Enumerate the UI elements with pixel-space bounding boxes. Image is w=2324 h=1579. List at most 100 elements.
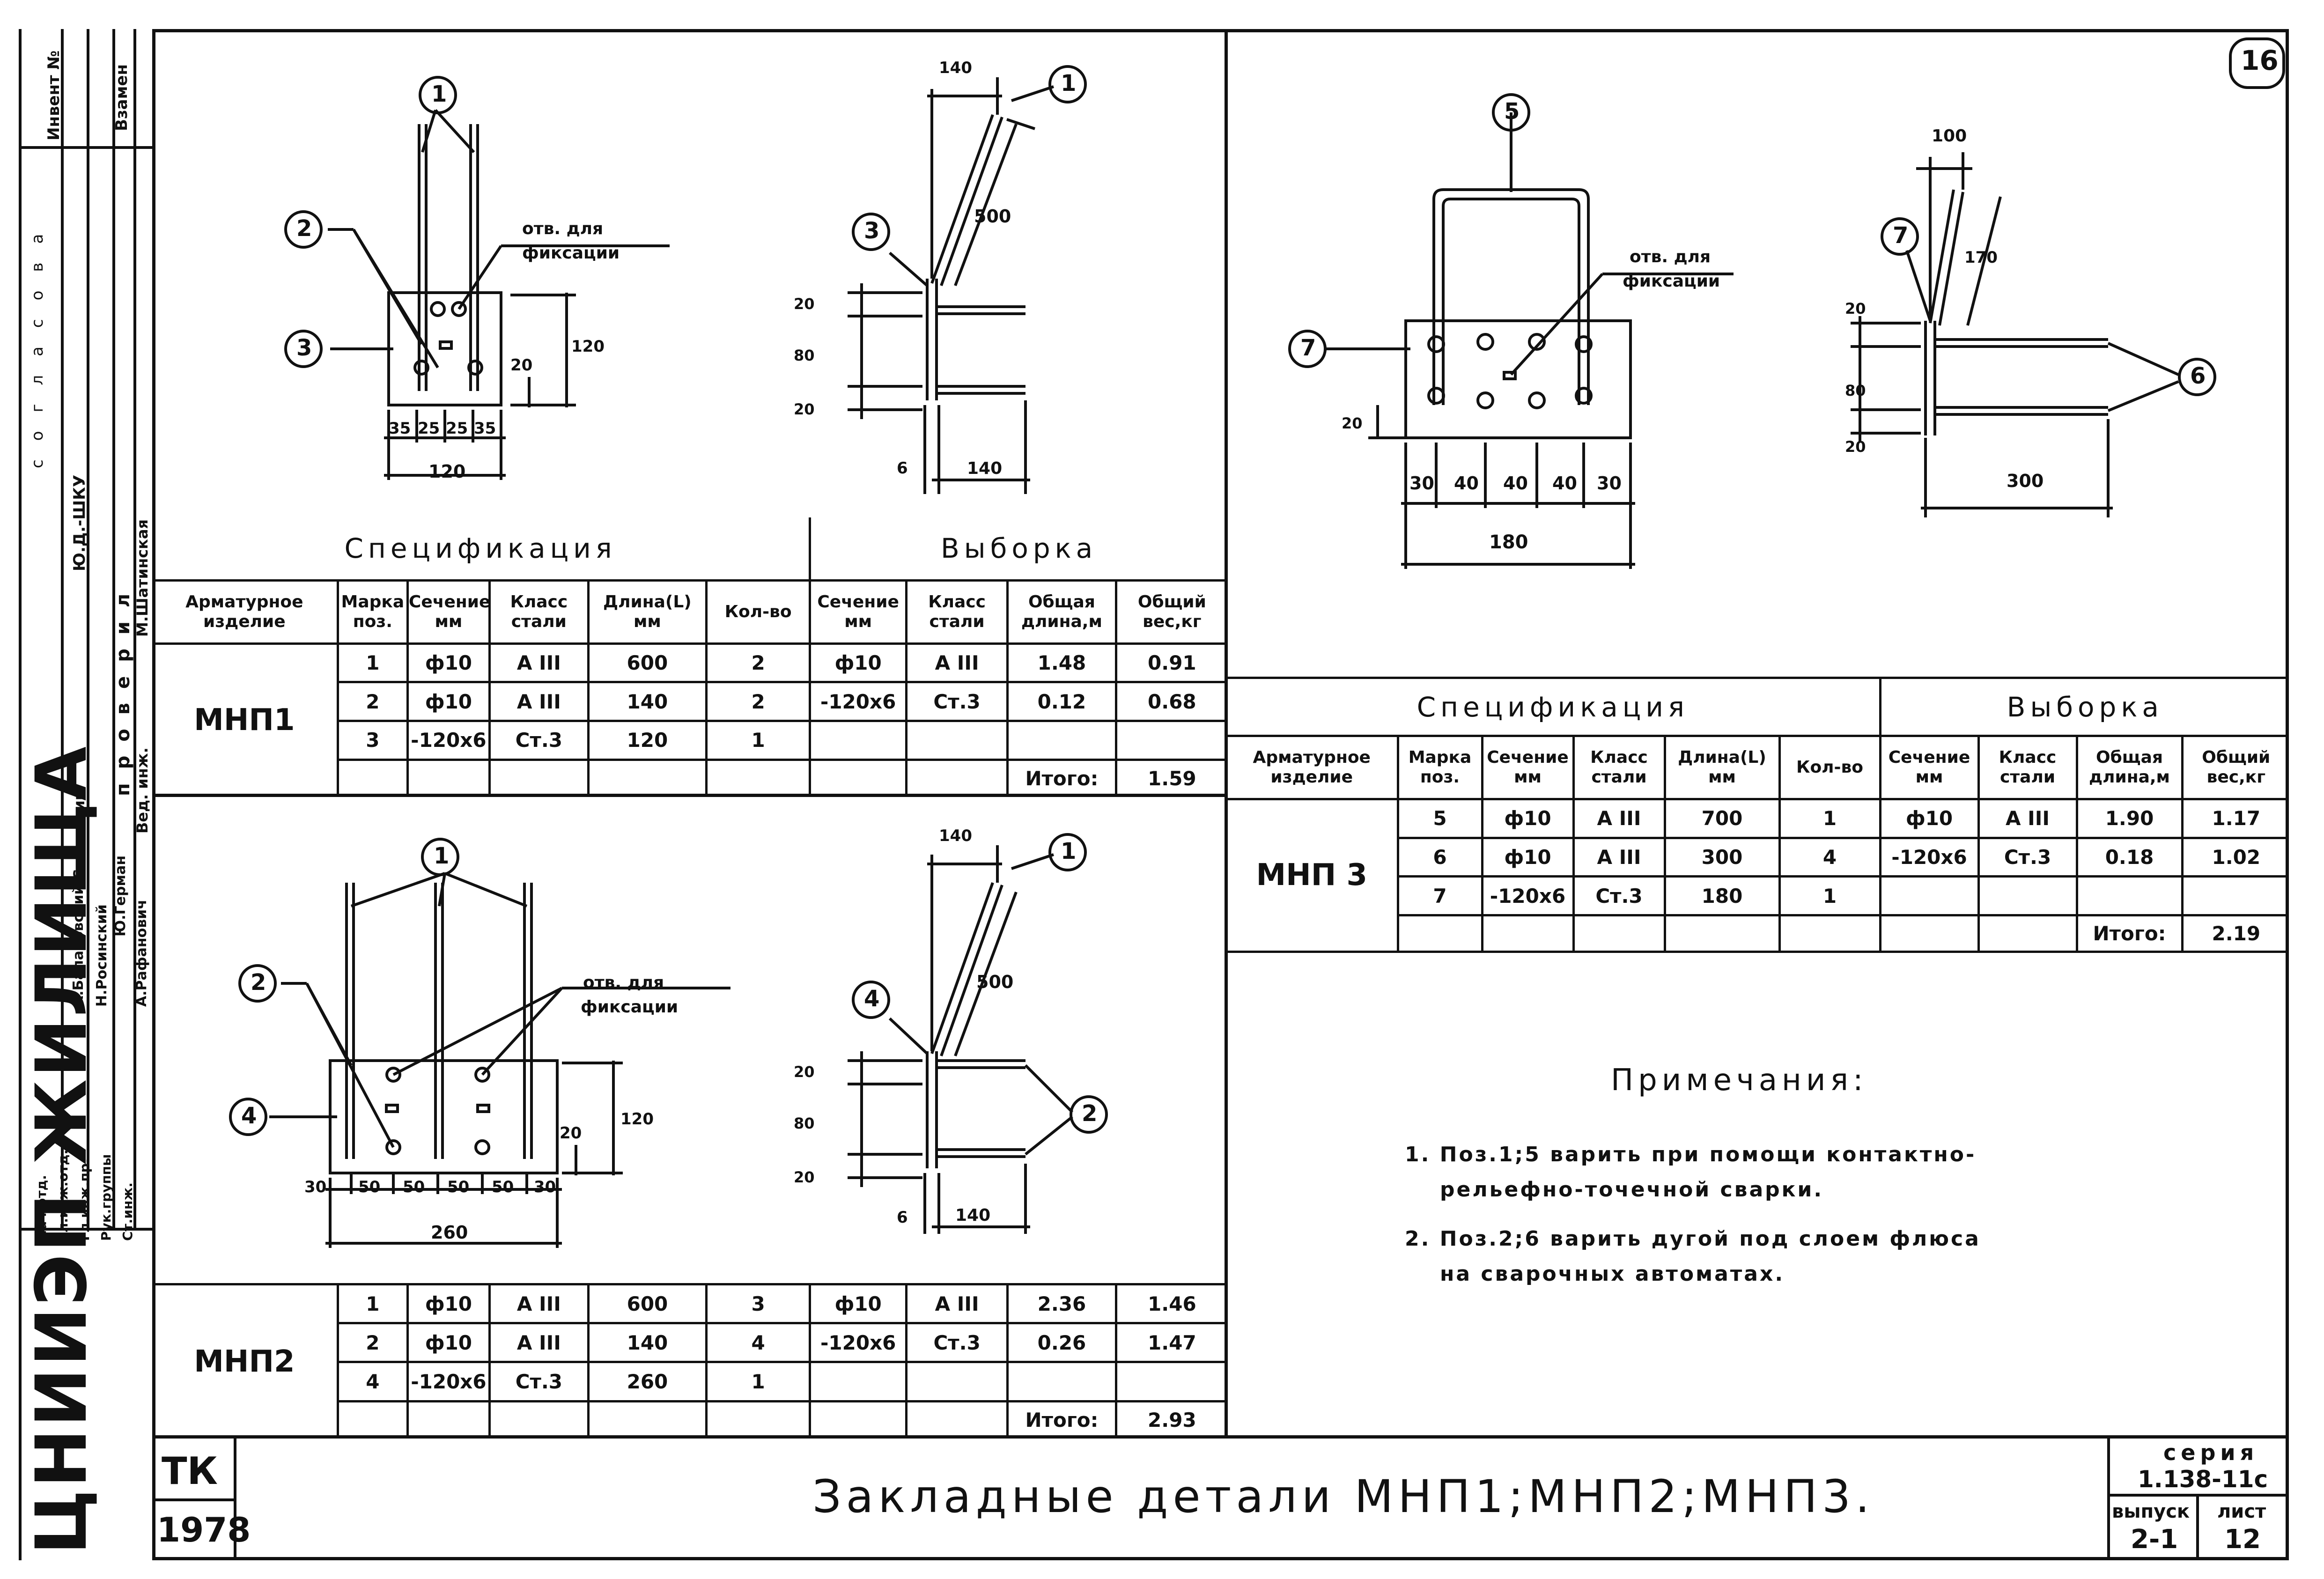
callout-1-mnp1	[419, 76, 457, 114]
spec3-h-length: Длина(L) мм	[1663, 735, 1781, 800]
spec2-r2-section: ф10	[406, 1322, 491, 1364]
spec1-h-class: Класс стали	[488, 579, 590, 645]
spec2-r3-mark: 4	[336, 1361, 409, 1402]
spec1-r3-total-wt	[1114, 720, 1227, 761]
spec3-r3-total-wt	[2181, 875, 2289, 917]
mnp1-side-20a: 20	[794, 295, 815, 313]
callout-label-3b: 3	[864, 218, 880, 244]
mnp3-side-300: 300	[2007, 471, 2044, 491]
spec3-r1-length: 700	[1663, 797, 1781, 839]
spec3-r2-mark: 6	[1396, 836, 1483, 878]
spec3-total-label: Итого:	[2075, 914, 2184, 953]
mnp1-dim-35b: 35	[474, 419, 496, 438]
series-label: серия	[2163, 1440, 2259, 1465]
spec2-r3-sel-section	[809, 1361, 908, 1402]
hole-note-1b: отв. для	[583, 973, 664, 992]
callout-label-2c: 2	[1082, 1100, 1098, 1127]
note-2b: на сварочных автоматах.	[1440, 1262, 1785, 1286]
callout-label-1a: 1	[431, 81, 447, 107]
mnp3-dim-30a: 30	[1409, 473, 1434, 494]
spec1-h-total-len: Общая длина,м	[1006, 579, 1117, 645]
spec2-r1-class: А III	[488, 1283, 590, 1325]
mnp1-dim-width: 120	[428, 461, 466, 482]
spec3-h-section: Сечение мм	[1481, 735, 1575, 800]
mnp3-dim-width: 180	[1489, 531, 1528, 553]
spec2-r2-length: 140	[587, 1322, 708, 1364]
spec1-h-sel-section: Сечение мм	[809, 579, 908, 645]
mnp1-side-140bottom: 140	[967, 459, 1003, 478]
spec2-r3-total-len	[1006, 1361, 1117, 1402]
spec3-r3-qty: 1	[1778, 875, 1881, 917]
strip-inspected-label: проверил	[112, 579, 134, 796]
spec1-r1-length: 600	[587, 642, 708, 684]
mnp3-dim-40a: 40	[1454, 473, 1479, 494]
callout-2-side	[1070, 1095, 1108, 1134]
spec1-r2-sel-section: -120х6	[809, 681, 908, 723]
stamp-divider	[152, 1498, 236, 1501]
spec2-r1-sel-section: ф10	[809, 1283, 908, 1325]
callout-label-4b: 4	[864, 986, 880, 1012]
drawing-mnp1	[284, 65, 1087, 494]
callout-label-1c: 1	[434, 843, 450, 869]
spec3-h-class: Класс стали	[1572, 735, 1666, 800]
hole-note-2b: фиксации	[581, 997, 679, 1017]
notes-title: Примечания:	[1611, 1063, 1868, 1098]
callout-1-side2	[1048, 833, 1087, 871]
spec1-r2-sel-class: Ст.3	[905, 681, 1009, 723]
spec2-r2-class: А III	[488, 1322, 590, 1364]
spec3-r1-sel-section: ф10	[1879, 797, 1980, 839]
spec1-r2-qty: 2	[705, 681, 812, 723]
stamp-tk: ТК	[162, 1449, 218, 1493]
mnp1-dim-20: 20	[510, 356, 533, 375]
spec3-h-sel-section: Сечение мм	[1879, 735, 1980, 800]
spec3-r3-length: 180	[1663, 875, 1781, 917]
sheet-number: 16	[2241, 44, 2279, 76]
spec1-h-section: Сечение мм	[406, 579, 491, 645]
spec3-r2-length: 300	[1663, 836, 1781, 878]
spec2-r3-total-wt	[1114, 1361, 1227, 1402]
spec2-r1-section: ф10	[406, 1283, 491, 1325]
spec3-h-sel-class: Класс стали	[1977, 735, 2078, 800]
spec3-r1-sel-class: А III	[1977, 797, 2078, 839]
spec2-r3-length: 260	[587, 1361, 708, 1402]
spec1-r3-mark: 3	[336, 720, 409, 761]
spec1-h-total-wt: Общий вес,кг	[1114, 579, 1227, 645]
spec3-heading-spec: Спецификация	[1227, 676, 1881, 738]
callout-3-side	[852, 213, 890, 251]
callout-7-plan	[1288, 330, 1327, 368]
org-logo: ЦНИИЭП ЖИЛИЩА	[21, 745, 103, 1555]
mnp2-dim-30a: 30	[304, 1178, 327, 1196]
mnp3-side-100: 100	[1932, 126, 1967, 146]
spec2-item-name: МНП2	[152, 1283, 339, 1438]
hole-note-1c: отв. для	[1630, 247, 1711, 266]
callout-label-4a: 4	[241, 1103, 257, 1129]
strip-replace-label: Взамен	[112, 64, 131, 131]
spec2-r2-total-len: 0.26	[1006, 1322, 1117, 1364]
spec1-heading-sel: Выборка	[809, 517, 1227, 582]
hole-note-2c: фиксации	[1623, 272, 1720, 291]
spec2-r1-sel-class: А III	[905, 1283, 1009, 1325]
series-value: 1.138-11с	[2138, 1466, 2268, 1493]
callout-2-mnp1	[284, 210, 323, 249]
spec3-heading-sel: Выборка	[1879, 676, 2289, 738]
spec1-total: 1.59	[1114, 758, 1227, 796]
mnp3-side-170: 170	[1964, 248, 1998, 267]
strip-role-5: Ст.инж.	[120, 1182, 135, 1241]
spec2-r2-sel-section: -120х6	[809, 1322, 908, 1364]
spec1-h-length: Длина(L) мм	[587, 579, 708, 645]
mnp3-side-20b: 20	[1845, 438, 1866, 456]
mnp2-dim-width: 260	[431, 1222, 468, 1243]
mnp1-side-6: 6	[897, 459, 908, 478]
hole-note-1a: отв. для	[522, 219, 604, 238]
callout-label-5: 5	[1504, 98, 1520, 125]
mnp2-side-500: 500	[976, 972, 1014, 992]
spec2-r1-qty: 3	[705, 1283, 812, 1325]
spec1-r3-qty: 1	[705, 720, 812, 761]
callout-5	[1492, 93, 1530, 132]
spec2-total-label: Итого:	[1006, 1400, 1117, 1438]
spec1-h-sel-class: Класс стали	[905, 579, 1009, 645]
spec1-r1-section: ф10	[406, 642, 491, 684]
mnp2-dim-50b: 50	[403, 1178, 425, 1196]
spec-table-mnp2: МНП2 1 ф10 А III 600 3 ф10 А III 2.36 1.…	[152, 1283, 1227, 1438]
spec3-r3-section: -120х6	[1481, 875, 1575, 917]
